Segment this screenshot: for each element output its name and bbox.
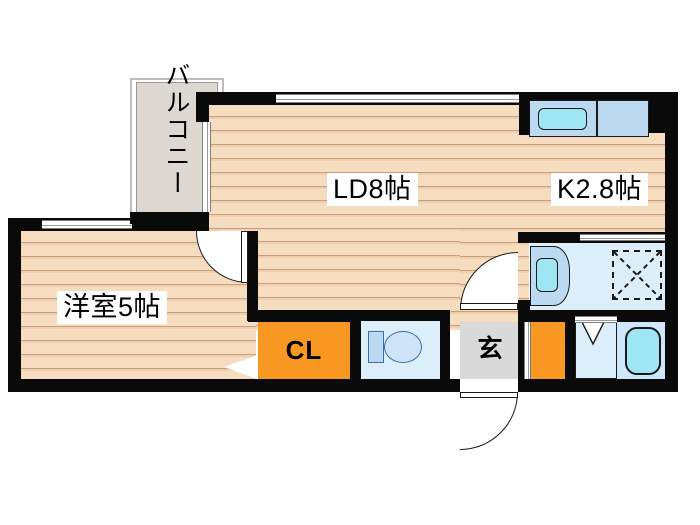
bathtub: [625, 327, 661, 375]
room-label-kitchen: K2.8帖: [551, 173, 649, 206]
wall-balcony-left-stub: [196, 92, 209, 122]
wall-kitchen-left: [519, 105, 530, 135]
closet-hallway-orange: [530, 322, 565, 379]
door-entrance-panel[interactable]: [460, 392, 518, 398]
room-label-cl: CL: [285, 335, 323, 365]
closet-door-washitsu-outline: [224, 355, 257, 379]
wall-bottom-washitsu: [8, 379, 358, 392]
room-label-genkan: 玄: [477, 335, 503, 363]
room-label-ld: LD8帖: [327, 173, 418, 206]
kitchen-sink: [538, 108, 587, 130]
wash-basin: [536, 258, 558, 292]
toilet-bowl: [384, 331, 422, 363]
closet-hallway-edge: [565, 322, 575, 379]
washing-machine-cross-icon: [613, 251, 661, 299]
window-bath-door[interactable]: [575, 316, 617, 323]
wall-bottom-right: [518, 379, 678, 392]
door-ld-hallway-panel[interactable]: [460, 303, 518, 310]
wall-bottom-toilet: [350, 379, 460, 392]
wall-toilet-right: [440, 310, 450, 379]
room-genkan-floor: [460, 321, 518, 379]
door-entrance[interactable]: [460, 392, 518, 450]
washing-machine: [612, 250, 662, 300]
window-washitsu-north: [42, 220, 132, 229]
room-label-balcony: バルコニー: [162, 62, 190, 197]
toilet-tank: [368, 331, 384, 363]
sliding-door-balcony[interactable]: [202, 122, 211, 212]
wall-toilet-left: [350, 310, 361, 379]
wall-washitsu-right: [247, 231, 258, 321]
window-ld-north: [276, 94, 519, 103]
window-washroom: [580, 234, 665, 241]
bath-door-icon[interactable]: [580, 322, 606, 346]
door-washitsu-panel[interactable]: [241, 231, 248, 283]
room-closet-cl: [258, 321, 350, 379]
kitchen-counter-divider: [596, 100, 598, 137]
wall-left-outer: [8, 218, 21, 392]
closet-door-hallway[interactable]: [524, 322, 531, 379]
room-label-washitsu: 洋室5帖: [57, 291, 168, 324]
